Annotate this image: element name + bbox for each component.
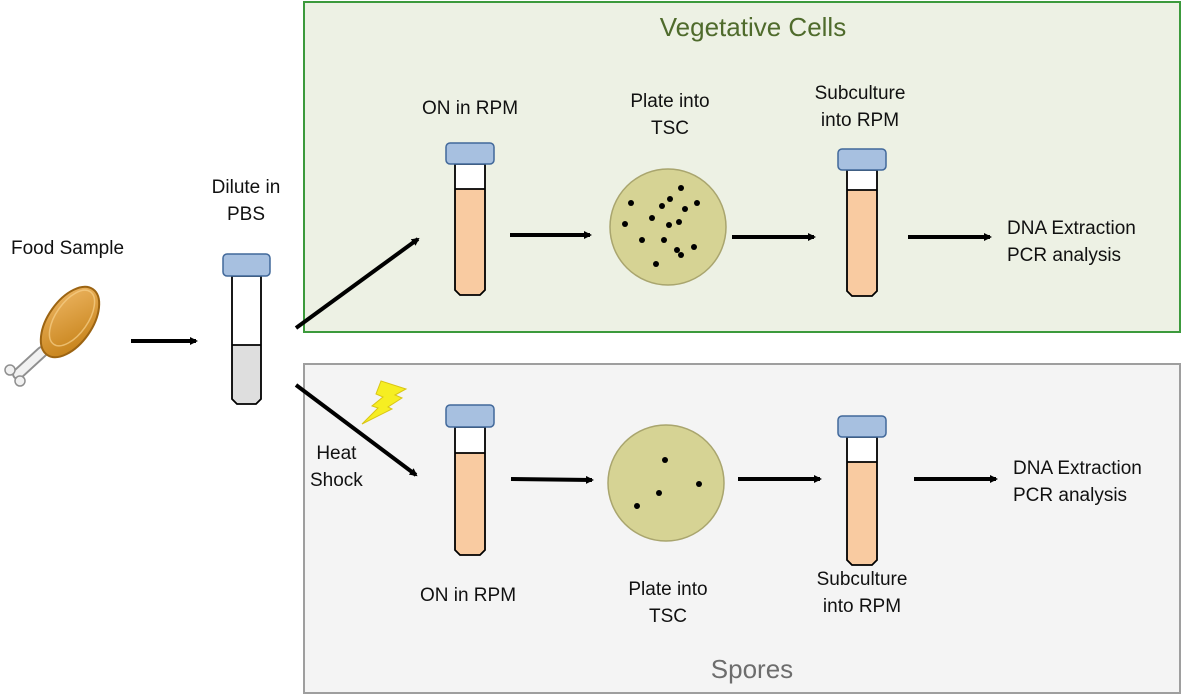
tube-liquid [847, 462, 877, 565]
colony-dot [678, 252, 684, 258]
tube-cap [445, 142, 495, 165]
pbs-tube [222, 253, 271, 405]
tube-liquid [455, 453, 485, 555]
colony-dot [661, 237, 667, 243]
colony-dot [639, 237, 645, 243]
spore-step2-label: Plate into TSC [628, 579, 708, 627]
colony-dot [682, 206, 688, 212]
spore-agar-plate [607, 424, 725, 542]
vegetative-cells-panel [303, 1, 1181, 333]
colony-dot [678, 185, 684, 191]
tube-liquid [232, 345, 261, 404]
veg-agar-plate [609, 168, 727, 286]
colony-dot [656, 490, 662, 496]
arrow-pbs-to-vegetative [294, 237, 420, 330]
tube-cap [445, 404, 495, 428]
spore-step3-tube [837, 415, 887, 566]
tube-liquid [455, 189, 485, 295]
colony-dot [676, 219, 682, 225]
chicken-drumstick-icon [4, 285, 101, 387]
tube-liquid [847, 190, 877, 296]
colony-dot [696, 481, 702, 487]
colony-dot [634, 503, 640, 509]
arrow-spore-1 [510, 475, 594, 484]
spores-title: Spores [710, 654, 794, 684]
tube-cap [837, 415, 887, 438]
colony-dot [666, 222, 672, 228]
colony-dot [667, 196, 673, 202]
spore-result-label: DNA Extraction PCR analysis [1013, 458, 1142, 506]
veg-step3-tube [837, 148, 887, 297]
colony-dot [649, 215, 655, 221]
colony-dot [674, 247, 680, 253]
colony-dot [691, 244, 697, 250]
colony-dot [622, 221, 628, 227]
spore-step3-label: Subculture into RPM [816, 569, 908, 617]
lightning-bolt-icon [361, 380, 408, 425]
colony-dot [662, 457, 668, 463]
veg-step1-label: ON in RPM [421, 98, 519, 119]
veg-step3-label: Subculture into RPM [814, 83, 906, 131]
colony-dot [628, 200, 634, 206]
food-sample-label: Food Sample [11, 238, 125, 259]
veg-step2-label: Plate into TSC [630, 91, 710, 139]
flow-arrows [131, 231, 998, 484]
arrow-pbs-to-spores [294, 383, 418, 477]
veg-result-label: DNA Extraction PCR analysis [1007, 218, 1136, 266]
vegetative-cells-title: Vegetative Cells [659, 12, 847, 42]
colony-dot [694, 200, 700, 206]
colony-dot [659, 203, 665, 209]
spore-step1-label: ON in RPM [419, 585, 517, 606]
tube-cap [837, 148, 887, 171]
colony-dot [653, 261, 659, 267]
veg-step1-tube [445, 142, 495, 296]
heat-shock-label: Heat Shock [310, 443, 363, 491]
dilute-in-pbs-label: Dilute in PBS [211, 177, 281, 225]
tube-cap [222, 253, 271, 277]
spore-step1-tube [445, 404, 495, 556]
